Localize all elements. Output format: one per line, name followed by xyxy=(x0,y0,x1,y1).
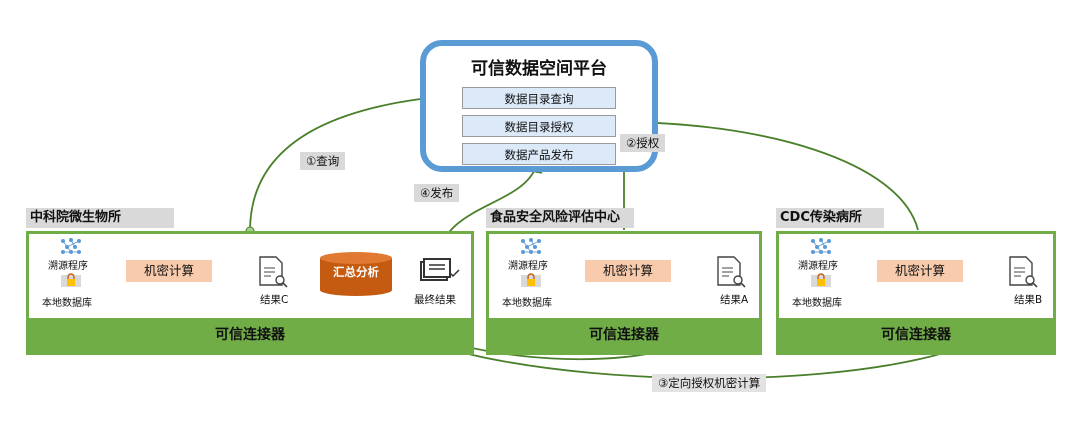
menu-item-catalog-authorize[interactable]: 数据目录授权 xyxy=(462,115,616,137)
network-icon xyxy=(61,238,81,254)
org-box-ims: 可信连接器 xyxy=(26,231,474,355)
aggregate-analysis-cylinder xyxy=(320,252,392,296)
network-icon xyxy=(811,238,831,254)
org-name-ims: 中科院微生物所 xyxy=(26,208,174,228)
source-program-label: 溯源程序 xyxy=(798,261,838,272)
network-icon xyxy=(521,238,541,254)
trusted-data-space-platform: 可信数据空间平台 数据目录查询 数据目录授权 数据产品发布 xyxy=(420,40,658,172)
trusted-connector: 可信连接器 xyxy=(779,318,1053,352)
platform-title: 可信数据空间平台 xyxy=(471,59,607,79)
trusted-connector: 可信连接器 xyxy=(29,318,471,352)
org-name-food-safety: 食品安全风险评估中心 xyxy=(486,208,634,228)
final-result-label: 最终结果 xyxy=(414,294,456,306)
authorize-arrow-cdc xyxy=(614,114,919,231)
result-document-icon xyxy=(1009,256,1038,288)
menu-item-catalog-query[interactable]: 数据目录查询 xyxy=(462,87,616,109)
source-program-label: 溯源程序 xyxy=(508,261,548,272)
confidential-compute-box: 机密计算 xyxy=(585,260,671,282)
label-authorize: ②授权 xyxy=(620,134,666,152)
query-arrow xyxy=(249,88,464,232)
result-a-label: 结果A xyxy=(720,294,749,306)
trusted-connector: 可信连接器 xyxy=(489,318,759,352)
label-publish: ④发布 xyxy=(414,184,460,202)
result-c-label: 结果C xyxy=(260,294,289,306)
database-lock-icon xyxy=(61,273,81,287)
result-document-icon xyxy=(259,256,288,288)
result-document-icon xyxy=(717,256,746,288)
confidential-compute-box: 机密计算 xyxy=(126,260,212,282)
label-targeted-compute: ③定向授权机密计算 xyxy=(652,374,767,392)
menu-item-product-publish[interactable]: 数据产品发布 xyxy=(462,143,616,165)
database-lock-icon xyxy=(811,273,831,287)
result-b-label: 结果B xyxy=(1014,294,1043,306)
confidential-compute-box: 机密计算 xyxy=(877,260,963,282)
local-db-label: 本地数据库 xyxy=(42,298,92,309)
local-db-label: 本地数据库 xyxy=(792,298,842,309)
final-result-icon xyxy=(420,258,460,281)
database-lock-icon xyxy=(521,273,541,287)
local-db-label: 本地数据库 xyxy=(502,298,552,309)
source-program-label: 溯源程序 xyxy=(48,261,88,272)
aggregate-analysis-label: 汇总分析 xyxy=(333,265,379,279)
org-name-cdc: CDC传染病所 xyxy=(776,208,884,228)
label-query: ①查询 xyxy=(300,152,346,170)
